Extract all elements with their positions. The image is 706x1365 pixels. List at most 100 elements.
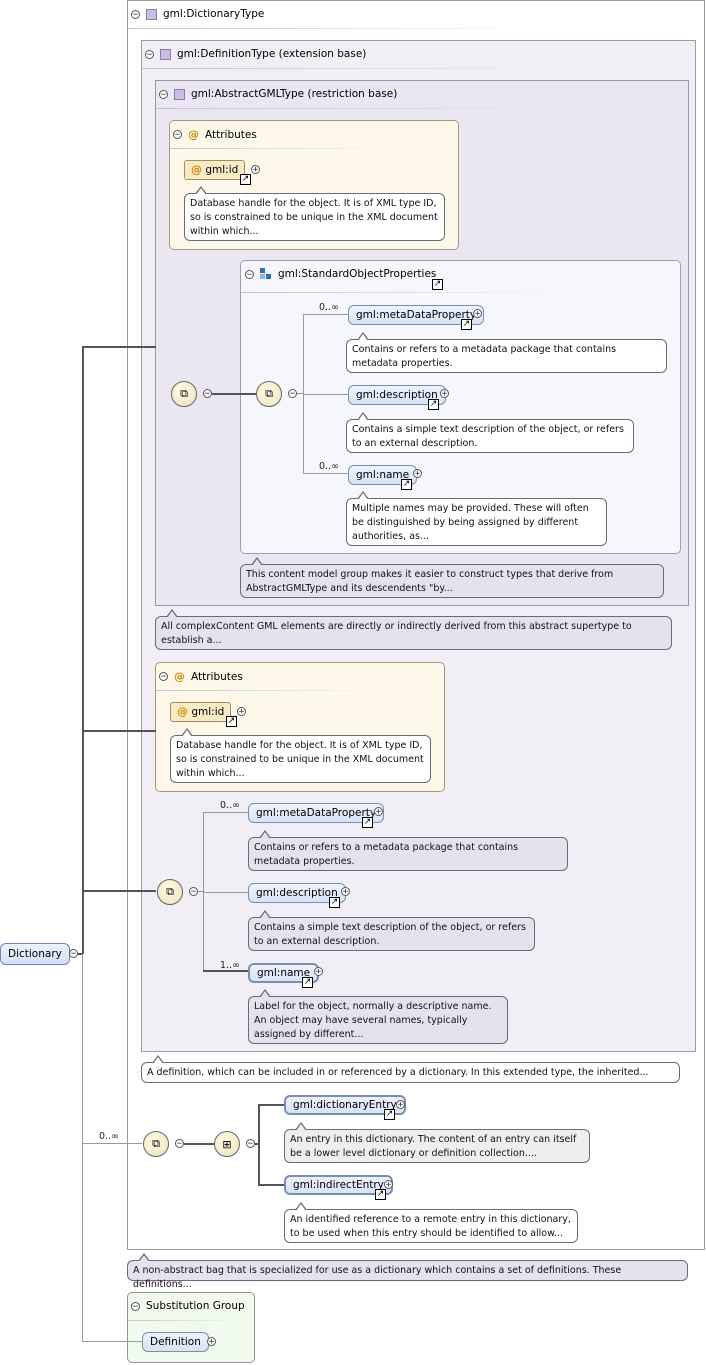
connector-line: [82, 890, 156, 892]
header-underline: [156, 690, 376, 691]
element-note: Label for the object, normally a descrip…: [248, 989, 508, 1044]
connector-line: [258, 1104, 260, 1186]
connector-line: [303, 314, 348, 315]
collapse-icon[interactable]: −: [175, 1139, 184, 1149]
expand-icon[interactable]: +: [440, 389, 449, 399]
reference-arrow-icon: ↗: [329, 897, 340, 908]
element-dictionaryentry[interactable]: gml:dictionaryEntry: [284, 1095, 406, 1115]
connector-line: [82, 1341, 142, 1342]
attributes-label: Attributes: [205, 128, 257, 141]
reference-arrow-icon: ↗: [461, 319, 472, 330]
reference-arrow-icon: ↗: [375, 1189, 386, 1200]
element-metadataproperty[interactable]: gml:metaDataProperty: [348, 305, 485, 325]
choice-compositor-icon[interactable]: ⊞: [214, 1131, 240, 1157]
collapse-icon[interactable]: −: [159, 672, 168, 682]
collapse-icon[interactable]: −: [131, 9, 140, 20]
complex-type-icon: [146, 8, 157, 20]
sequence-compositor-icon[interactable]: ⧉: [157, 879, 183, 905]
element-definition[interactable]: Definition: [142, 1332, 209, 1352]
element-name[interactable]: gml:name: [248, 963, 320, 983]
connector-line: [203, 892, 248, 893]
collapse-icon[interactable]: −: [159, 89, 168, 100]
connector-line: [82, 730, 156, 732]
abstract-gml-type-header[interactable]: − gml:AbstractGMLType (restriction base): [159, 88, 397, 100]
complex-type-icon: [174, 88, 185, 100]
reference-arrow-icon: ↗: [401, 479, 412, 490]
element-note: Contains or refers to a metadata package…: [346, 332, 667, 373]
reference-arrow-icon: ↗: [432, 279, 443, 290]
element-metadataproperty[interactable]: gml:metaDataProperty: [248, 803, 385, 823]
connector-line: [303, 473, 348, 474]
sequence-compositor-icon[interactable]: ⧉: [256, 381, 282, 407]
connector-line: [258, 1184, 284, 1186]
standard-object-properties-header[interactable]: − gml:StandardObjectProperties: [245, 268, 436, 280]
complex-type-icon: [160, 48, 171, 60]
element-indirectentry[interactable]: gml:indirectEntry: [284, 1175, 393, 1195]
expand-icon[interactable]: +: [237, 707, 246, 717]
element-note: An entry in this dictionary. The content…: [284, 1122, 590, 1163]
connector-line: [78, 953, 82, 955]
expand-icon[interactable]: +: [384, 1180, 393, 1190]
definition-type-header[interactable]: − gml:DefinitionType (extension base): [145, 48, 366, 60]
expand-icon[interactable]: +: [473, 309, 482, 319]
header-underline: [128, 1320, 238, 1321]
header-underline: [128, 28, 548, 29]
expand-icon[interactable]: +: [374, 807, 383, 817]
attribute-icon: @: [191, 163, 202, 176]
collapse-icon[interactable]: −: [288, 389, 297, 399]
reference-arrow-icon: ↗: [384, 1109, 395, 1120]
expand-icon[interactable]: +: [207, 1337, 216, 1347]
connector-line: [82, 1143, 142, 1144]
element-note: An identified reference to a remote entr…: [284, 1202, 578, 1243]
definition-type-note: A definition, which can be included in o…: [141, 1055, 680, 1083]
connector-line: [255, 1143, 259, 1145]
collapse-icon[interactable]: −: [189, 887, 198, 897]
attributes-header-2[interactable]: − @ Attributes: [159, 670, 243, 683]
connector-line: [184, 1143, 214, 1145]
gml-id-label: gml:id: [205, 164, 239, 176]
expand-icon[interactable]: +: [396, 1100, 405, 1110]
attributes-label: Attributes: [191, 670, 243, 683]
element-description[interactable]: gml:description: [248, 883, 346, 903]
gml-id-note: Database handle for the object. It is of…: [184, 186, 445, 241]
sequence-compositor-icon[interactable]: ⧉: [171, 381, 197, 407]
gml-id-attribute[interactable]: @ gml:id: [184, 160, 246, 180]
expand-icon[interactable]: +: [251, 165, 260, 175]
root-element-dictionary[interactable]: Dictionary: [0, 943, 70, 965]
collapse-icon[interactable]: −: [145, 49, 154, 60]
connector-line: [297, 393, 303, 394]
dictionary-type-header[interactable]: − gml:DictionaryType: [131, 8, 264, 20]
connector-line: [203, 970, 248, 972]
collapse-icon[interactable]: −: [246, 1139, 255, 1149]
collapse-icon[interactable]: −: [69, 949, 78, 959]
header-underline: [241, 292, 561, 293]
element-description[interactable]: gml:description: [348, 385, 446, 405]
connector-line: [82, 346, 156, 348]
reference-arrow-icon: ↗: [428, 399, 439, 410]
cardinality-label: 0..∞: [319, 302, 339, 313]
abstract-gml-type-note: All complexContent GML elements are dire…: [155, 609, 672, 650]
reference-arrow-icon: ↗: [240, 174, 251, 185]
element-name[interactable]: gml:name: [348, 465, 418, 485]
sequence-compositor-icon[interactable]: ⧉: [143, 1131, 169, 1157]
header-underline: [156, 108, 576, 109]
element-note: Contains a simple text description of th…: [248, 910, 535, 951]
expand-icon[interactable]: +: [341, 887, 350, 897]
standard-object-properties-label: gml:StandardObjectProperties: [278, 268, 437, 280]
connector-line: [82, 954, 83, 1342]
collapse-icon[interactable]: −: [131, 1301, 140, 1312]
element-note: Contains a simple text description of th…: [346, 412, 634, 453]
dictionary-type-note: A non-abstract bag that is specialized f…: [127, 1253, 688, 1290]
collapse-icon[interactable]: −: [203, 389, 212, 399]
gml-id-attribute[interactable]: @ gml:id: [170, 702, 232, 722]
expand-icon[interactable]: +: [413, 469, 422, 479]
substitution-group-header[interactable]: − Substitution Group: [131, 1300, 245, 1312]
expand-icon[interactable]: +: [314, 967, 323, 977]
abstract-gml-type-label: gml:AbstractGMLType (restriction base): [191, 88, 398, 100]
collapse-icon[interactable]: −: [173, 130, 182, 140]
attributes-header-1[interactable]: − @ Attributes: [173, 128, 257, 141]
header-underline: [170, 148, 390, 149]
connector-line: [203, 812, 248, 813]
collapse-icon[interactable]: −: [245, 269, 254, 280]
connector-line: [212, 393, 256, 395]
